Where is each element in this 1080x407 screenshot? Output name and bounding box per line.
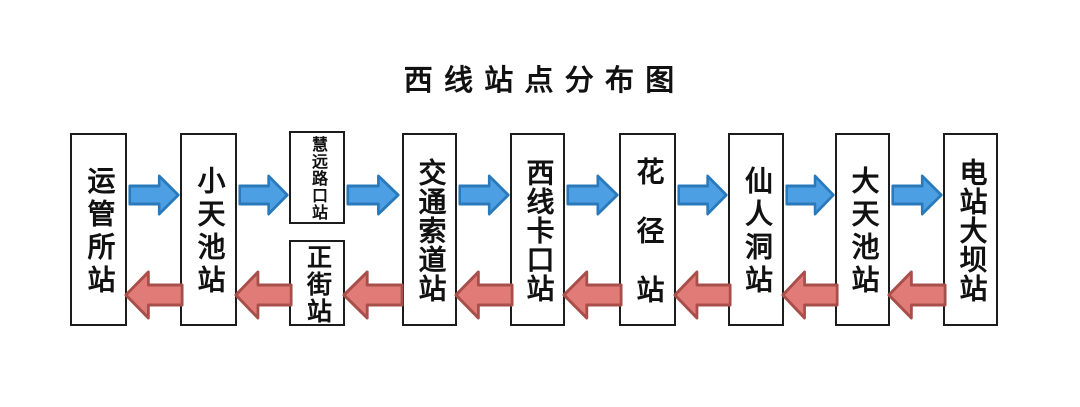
right-arrow-icon — [238, 174, 289, 216]
station-label: 电站大坝站 — [955, 157, 987, 303]
station-box-datianchi: 大天池站 — [835, 133, 890, 326]
right-arrow-icon — [566, 174, 619, 216]
right-arrow-icon — [346, 174, 400, 216]
station-label: 小天池站 — [193, 166, 225, 298]
station-label: 正街站 — [303, 243, 331, 325]
left-arrow-icon — [781, 270, 839, 320]
right-arrow-icon — [677, 174, 728, 216]
left-arrow-icon — [342, 270, 404, 320]
station-label: 运管所站 — [83, 166, 115, 298]
left-arrow-icon — [562, 270, 623, 320]
diagram-title: 西 线 站 点 分 布 图 — [403, 65, 677, 97]
station-box-xixiankakou: 西线卡口站 — [510, 133, 565, 326]
station-box-huiyuanlukou: 慧远路口站 — [289, 131, 345, 224]
right-arrow-icon — [891, 174, 943, 216]
left-arrow-icon — [673, 270, 732, 320]
right-arrow-icon — [458, 174, 510, 216]
station-box-dianzhandaba: 电站大坝站 — [943, 133, 998, 326]
station-box-yunguansuo: 运管所站 — [70, 133, 127, 326]
station-box-zhengjie: 正街站 — [289, 240, 345, 326]
right-arrow-icon — [785, 174, 835, 216]
station-label: 西线卡口站 — [522, 157, 554, 303]
station-label: 大天池站 — [847, 166, 879, 298]
station-label: 慧远路口站 — [309, 135, 326, 221]
station-label: 交通索道站 — [414, 157, 446, 303]
station-box-xianrendong: 仙人洞站 — [728, 133, 784, 326]
left-arrow-icon — [234, 270, 293, 320]
station-box-huajing: 花径站 — [619, 133, 676, 334]
station-box-jiaotongsuodao: 交通索道站 — [402, 133, 457, 326]
station-label: 花径站 — [632, 156, 664, 334]
left-arrow-icon — [124, 270, 184, 320]
left-arrow-icon — [887, 270, 947, 320]
left-arrow-icon — [454, 270, 514, 320]
right-arrow-icon — [128, 174, 180, 216]
station-label: 仙人洞站 — [741, 166, 772, 298]
station-box-xiaotianchi: 小天池站 — [180, 133, 237, 326]
